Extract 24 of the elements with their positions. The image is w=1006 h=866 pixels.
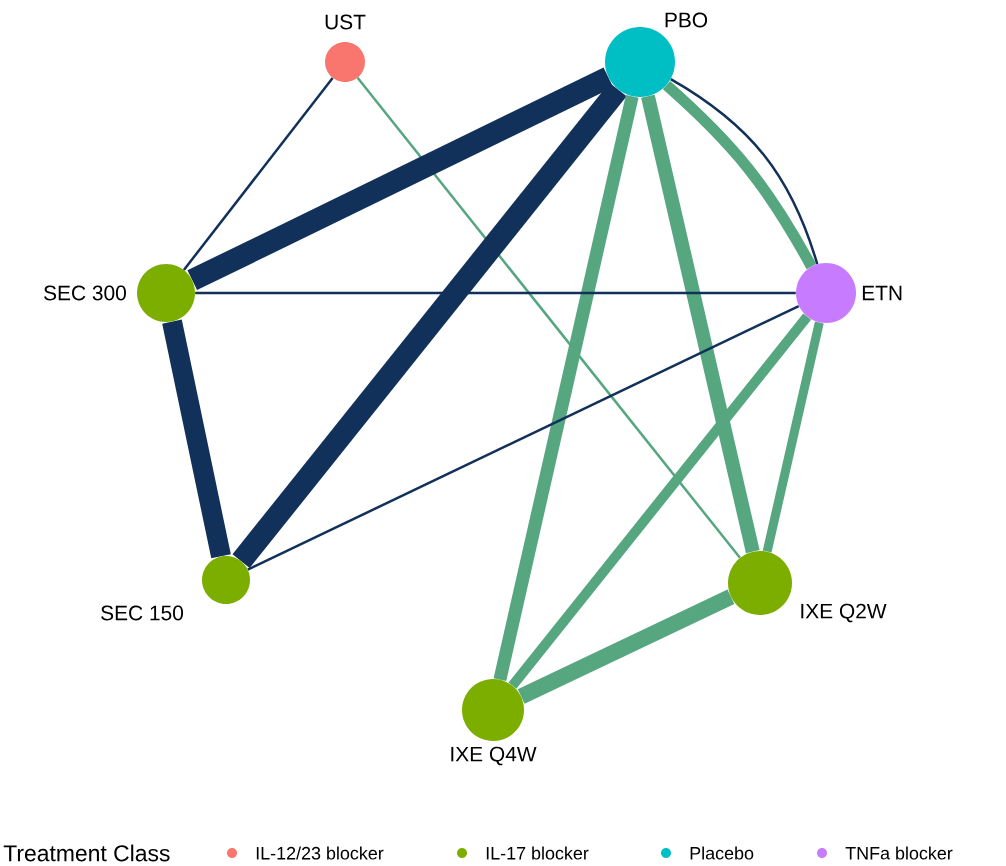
- network-edge: [356, 77, 741, 559]
- network-edge: [493, 94, 639, 681]
- legend-label: IL-17 blocker: [486, 846, 589, 860]
- network-edge: [195, 291, 796, 295]
- legend-title: Treatment Class: [3, 844, 170, 862]
- node-label: IXE Q4W: [451, 746, 537, 766]
- network-edge: [162, 319, 231, 559]
- network-edge: [247, 304, 800, 571]
- legend-label: Placebo: [690, 846, 754, 860]
- node-label: UST: [325, 14, 366, 30]
- node-label: ETN: [862, 285, 902, 301]
- network-edge: [182, 77, 334, 271]
- node-label: IXE Q2W: [801, 603, 887, 623]
- network-edge: [508, 313, 812, 689]
- network-edge: [232, 82, 627, 568]
- legend-label: TNFa blocker: [845, 846, 953, 860]
- network-edge: [187, 67, 614, 291]
- node-label: SEC 300: [44, 285, 126, 301]
- network-edge: [517, 589, 735, 704]
- node-label: PBO: [665, 12, 708, 28]
- legend-label: IL-12/23 blocker: [256, 846, 384, 860]
- network-edge: [762, 321, 824, 553]
- node-label: SEC 150: [101, 605, 184, 621]
- network-edge: [641, 94, 760, 554]
